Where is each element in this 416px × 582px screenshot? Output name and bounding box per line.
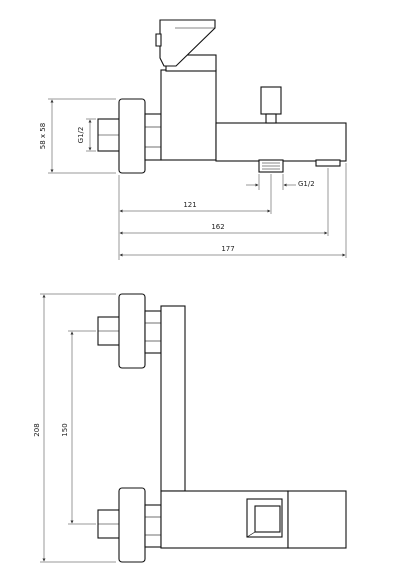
- eccentric-nut: [144, 113, 162, 161]
- dim-square: 58 x 58: [39, 123, 47, 149]
- dim-177: 177: [221, 245, 234, 253]
- lower-nut: [144, 504, 162, 548]
- front-spout: [287, 490, 347, 549]
- side-view: [97, 19, 347, 174]
- dim-outlet-thread: G1/2: [298, 180, 315, 188]
- dim-208: 208: [33, 423, 41, 436]
- spout: [215, 122, 347, 162]
- upper-nut: [144, 310, 162, 354]
- upper-escutcheon: [118, 293, 146, 369]
- escutcheon-plate: [118, 98, 146, 174]
- riser-body: [160, 305, 186, 492]
- lower-escutcheon: [118, 487, 146, 563]
- dim-121: 121: [183, 201, 196, 209]
- lever-handle: [159, 19, 216, 67]
- mixer-body: [160, 69, 217, 161]
- front-view-dimensions: 208 150: [33, 293, 116, 563]
- dim-162: 162: [211, 223, 224, 231]
- front-view: [97, 293, 347, 563]
- dim-150: 150: [61, 423, 69, 436]
- aerator: [315, 159, 341, 167]
- dim-inlet-thread: G1/2: [77, 127, 85, 144]
- side-view-dimensions: 58 x 58 G1/2 G1/2 121 162 177: [39, 98, 347, 260]
- diverter-knob: [260, 86, 282, 115]
